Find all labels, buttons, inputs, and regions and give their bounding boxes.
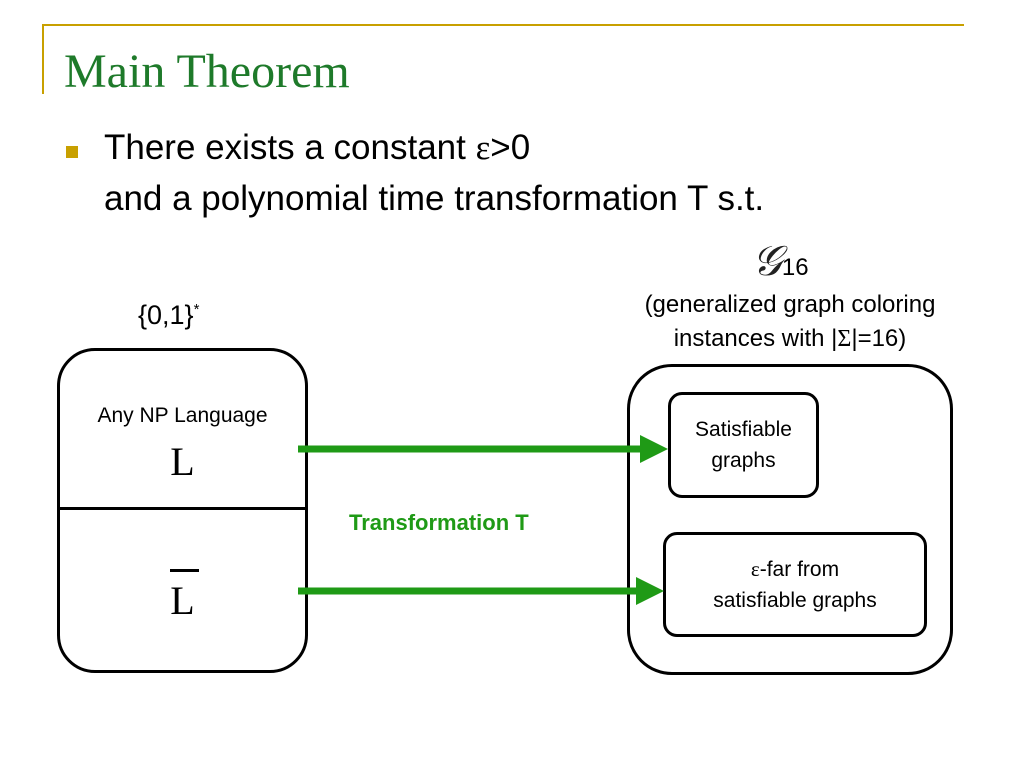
arrow-complement-to-far xyxy=(298,577,664,605)
satisfiable-graphs-box: Satisfiable graphs xyxy=(668,392,819,498)
bullet-line-2: and a polynomial time transformation T s… xyxy=(104,179,765,218)
kleene-star: * xyxy=(193,301,200,318)
transformation-label: Transformation T xyxy=(349,510,529,535)
language-complement-symbol: L xyxy=(170,578,195,623)
far-line-1-rest: -far from xyxy=(759,557,840,581)
satisfiable-line-2: graphs xyxy=(711,449,776,472)
far-epsilon-symbol: ε xyxy=(750,556,760,581)
complement-overline xyxy=(170,569,199,572)
satisfiable-graphs-text: Satisfiable graphs xyxy=(695,414,792,476)
arrow-l-to-satisfiable xyxy=(298,435,668,463)
sigma-symbol: Σ xyxy=(837,326,852,352)
epsilon-far-line-1: ε-far from xyxy=(713,554,876,585)
epsilon-far-box: ε-far from satisfiable graphs xyxy=(663,532,927,637)
source-set-label: {0,1}* xyxy=(138,300,199,331)
source-language-box xyxy=(57,348,308,673)
script-g-symbol: 𝒢 xyxy=(752,236,782,285)
target-class-symbol: 𝒢16 xyxy=(752,236,809,286)
arrow-bottom-head xyxy=(636,577,664,605)
satisfiable-line-1: Satisfiable xyxy=(695,418,792,441)
source-box-divider xyxy=(60,507,308,510)
target-desc-line-1: (generalized graph coloring xyxy=(644,291,936,318)
epsilon-symbol: ε xyxy=(475,128,491,167)
target-class-subscript: 16 xyxy=(781,254,809,281)
target-desc-line-2-suffix: |=16) xyxy=(851,325,907,352)
bullet-line-1: There exists a constant ε>0 xyxy=(104,130,530,165)
language-l-symbol: L xyxy=(170,439,195,484)
slide-frame-left-rule xyxy=(42,24,44,94)
slide-title: Main Theorem xyxy=(64,45,350,98)
target-desc-line-2: instances with |Σ|=16) xyxy=(600,322,980,356)
target-class-box xyxy=(627,364,953,675)
bullet-line-1-prefix: There exists a constant xyxy=(104,128,476,167)
arrow-top-head xyxy=(640,435,668,463)
np-language-caption: Any NP Language xyxy=(97,404,268,427)
bullet-line-1-suffix: >0 xyxy=(490,128,531,167)
source-set-text: {0,1} xyxy=(138,300,194,330)
target-desc-line-2-prefix: instances with | xyxy=(673,325,838,352)
epsilon-far-text: ε-far from satisfiable graphs xyxy=(713,554,876,616)
epsilon-far-line-2: satisfiable graphs xyxy=(713,588,877,612)
target-class-description: (generalized graph coloring instances wi… xyxy=(600,288,980,356)
slide-frame-top-rule xyxy=(42,24,964,26)
bullet-square-icon xyxy=(66,146,78,158)
